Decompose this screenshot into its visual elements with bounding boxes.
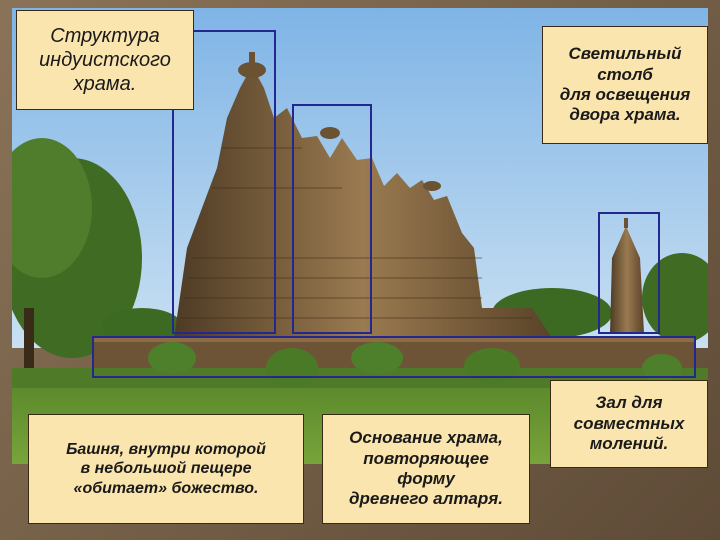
- lamp-pillar-text: Светильный столб для освещения двора хра…: [559, 44, 691, 125]
- tower-text: Башня, внутри которой в небольшой пещере…: [66, 441, 266, 497]
- title-text: Структура индуистского храма.: [39, 25, 171, 95]
- base-text: Основание храма, повторяющее форму древн…: [348, 428, 504, 509]
- tower-callout: Башня, внутри которой в небольшой пещере…: [28, 414, 304, 524]
- lamp-pillar-callout: Светильный столб для освещения двора хра…: [542, 26, 708, 144]
- base-callout: Основание храма, повторяющее форму древн…: [322, 414, 530, 524]
- title-callout: Структура индуистского храма.: [16, 10, 194, 110]
- hall-callout: Зал для совместных молений.: [550, 380, 708, 468]
- hall-text: Зал для совместных молений.: [573, 393, 685, 454]
